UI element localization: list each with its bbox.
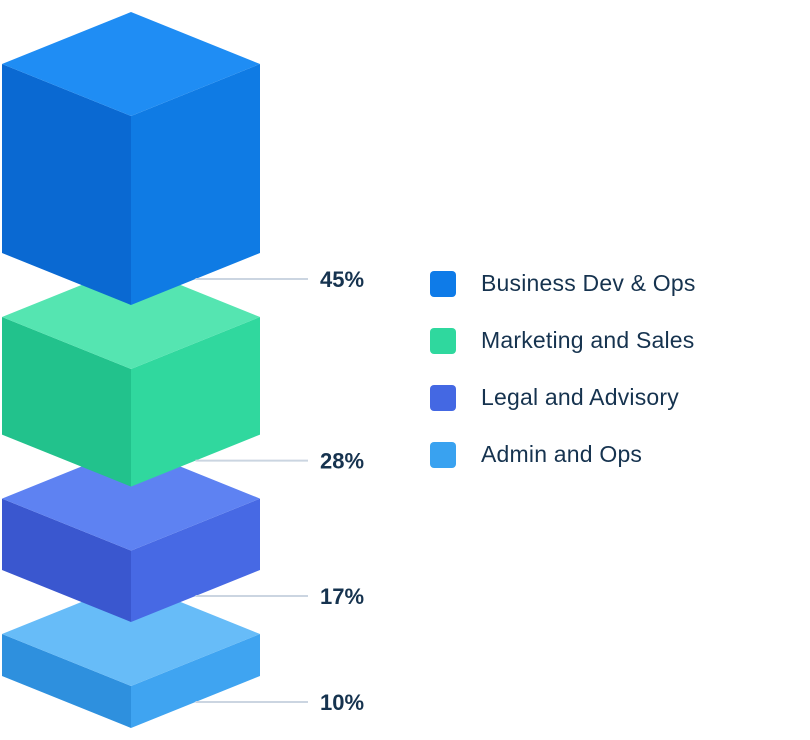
bar-segment-admin-and-ops-right-face bbox=[131, 634, 260, 728]
value-label-business-dev-ops: 45% bbox=[320, 267, 364, 292]
legend-swatch-admin-and-ops bbox=[430, 441, 456, 468]
bar-segment-business-dev-ops-left-face bbox=[2, 64, 131, 305]
legend-swatch-marketing-and-sales bbox=[430, 327, 456, 354]
bar-segment-admin-and-ops-left-face bbox=[2, 634, 131, 728]
legend-item-marketing-and-sales: Marketing and Sales bbox=[430, 312, 696, 369]
bar-segment-business-dev-ops-right-face bbox=[131, 64, 260, 305]
bar-segment-legal-and-advisory-right-face bbox=[131, 498, 260, 622]
bar-segment-admin-and-ops-top-face bbox=[2, 582, 260, 686]
legend-item-admin-and-ops: Admin and Ops bbox=[430, 426, 696, 483]
legend-swatch-business-dev-ops bbox=[430, 270, 456, 297]
legend-label-business-dev-ops: Business Dev & Ops bbox=[481, 270, 696, 296]
bar-segment-marketing-and-sales-left-face bbox=[2, 317, 131, 487]
value-label-legal-and-advisory: 17% bbox=[320, 584, 364, 609]
bar-segment-business-dev-ops-top-face bbox=[2, 12, 260, 116]
legend-item-business-dev-ops: Business Dev & Ops bbox=[430, 255, 696, 312]
bar-segment-marketing-and-sales-right-face bbox=[131, 317, 260, 487]
legend-item-legal-and-advisory: Legal and Advisory bbox=[430, 369, 696, 426]
bar-segment-legal-and-advisory-left-face bbox=[2, 498, 131, 622]
bar-segment-marketing-and-sales-top-face bbox=[2, 265, 260, 369]
legend-label-admin-and-ops: Admin and Ops bbox=[481, 441, 643, 467]
value-label-admin-and-ops: 10% bbox=[320, 690, 364, 715]
bar-segment-legal-and-advisory-top-face bbox=[2, 446, 260, 551]
legend-label-legal-and-advisory: Legal and Advisory bbox=[481, 384, 679, 410]
value-label-marketing-and-sales: 28% bbox=[320, 449, 364, 474]
legend-swatch-legal-and-advisory bbox=[430, 384, 456, 411]
legend-label-marketing-and-sales: Marketing and Sales bbox=[481, 327, 695, 353]
